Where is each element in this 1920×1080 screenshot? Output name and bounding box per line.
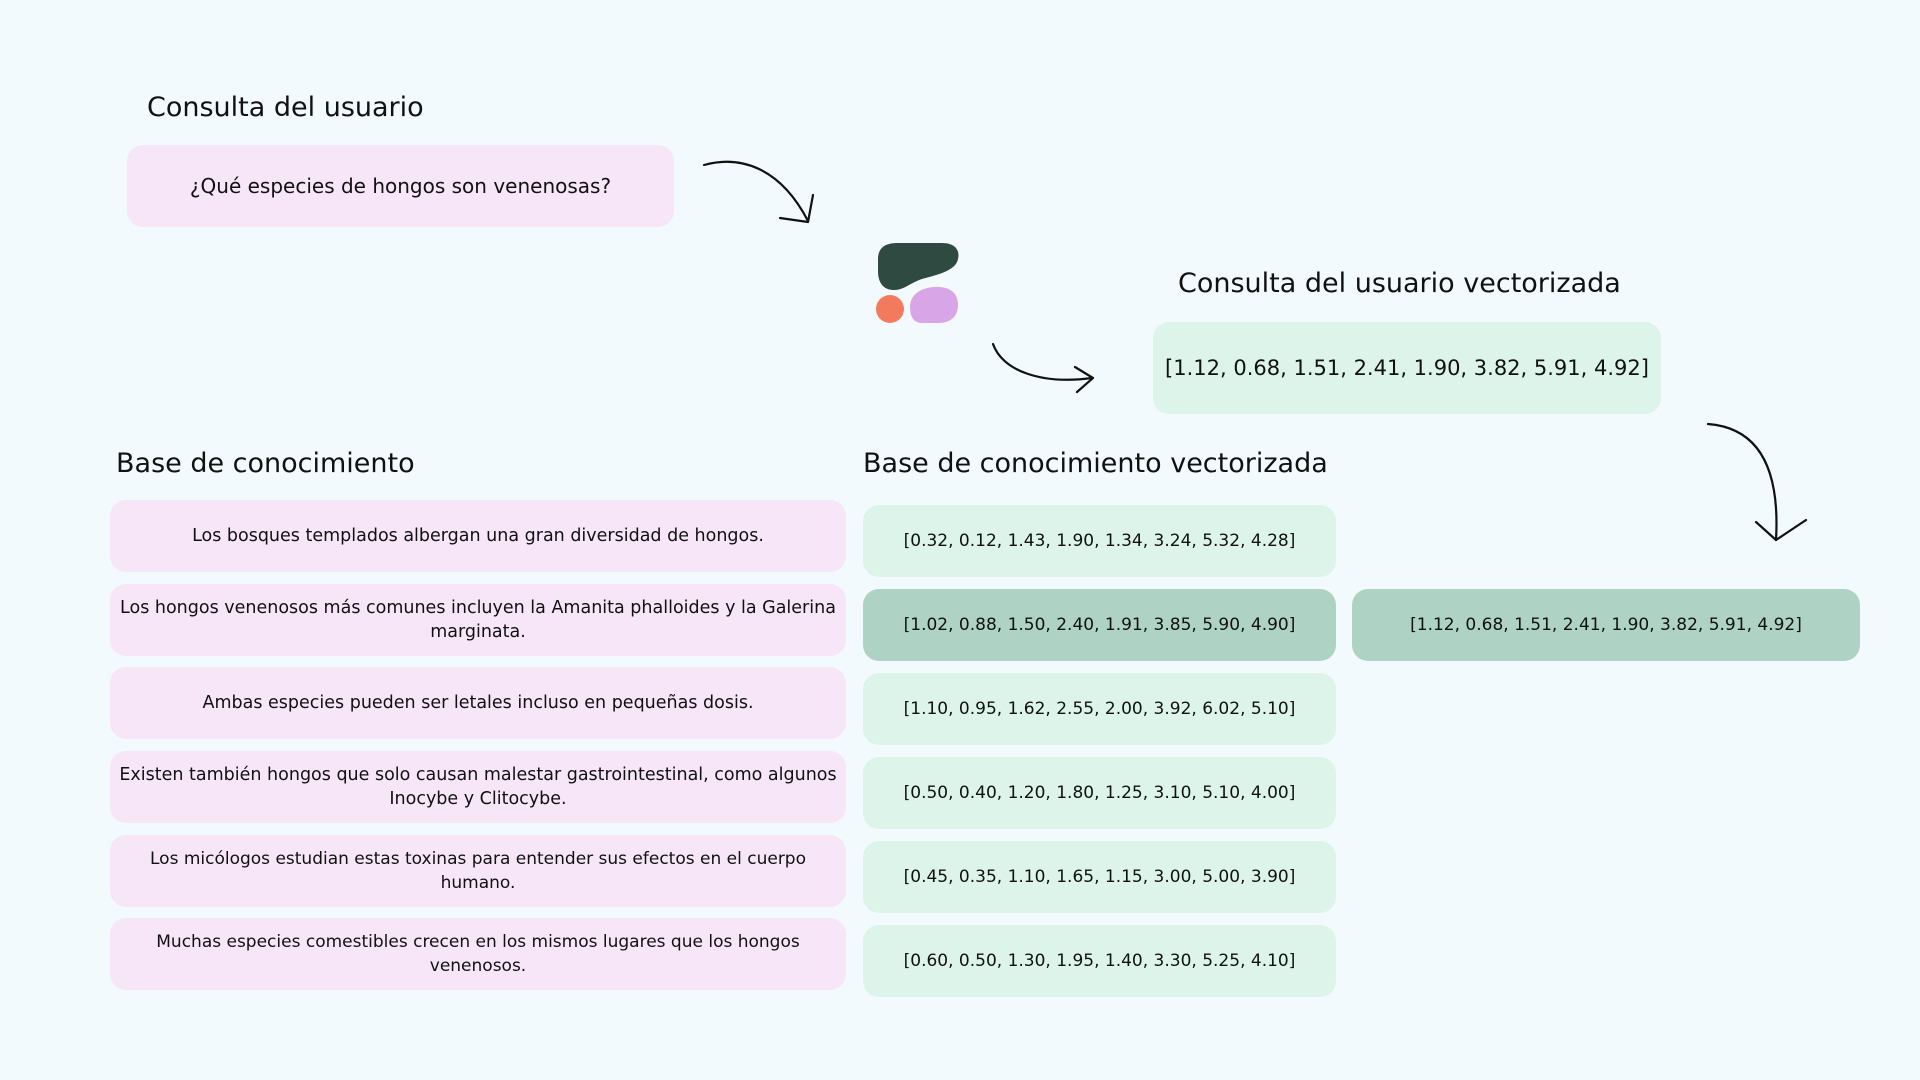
knowledge-base-item: Existen también hongos que solo causan m…: [110, 751, 846, 823]
knowledge-base-heading: Base de conocimiento: [116, 448, 415, 479]
query-vector-heading: Consulta del usuario vectorizada: [1178, 268, 1621, 299]
knowledge-base-item: Los hongos venenosos más comunes incluye…: [110, 584, 846, 656]
knowledge-base-item: Muchas especies comestibles crecen en lo…: [110, 918, 846, 990]
vector-item-highlighted: [1.02, 0.88, 1.50, 2.40, 1.91, 3.85, 5.9…: [863, 589, 1336, 661]
vector-item: [0.32, 0.12, 1.43, 1.90, 1.34, 3.24, 5.3…: [863, 505, 1336, 577]
query-heading: Consulta del usuario: [147, 92, 424, 123]
curved-arrow-icon: [702, 160, 815, 224]
query-box: ¿Qué especies de hongos son venenosas?: [127, 145, 674, 227]
vector-item: [0.45, 0.35, 1.10, 1.65, 1.15, 3.00, 5.0…: [863, 841, 1336, 913]
matched-query-vector: [1.12, 0.68, 1.51, 2.41, 1.90, 3.82, 5.9…: [1352, 589, 1860, 661]
vector-item: [0.60, 0.50, 1.30, 1.95, 1.40, 3.30, 5.2…: [863, 925, 1336, 997]
query-vector-box: [1.12, 0.68, 1.51, 2.41, 1.90, 3.82, 5.9…: [1153, 322, 1661, 414]
knowledge-base-item: Los bosques templados albergan una gran …: [110, 500, 846, 572]
vector-item: [1.10, 0.95, 1.62, 2.55, 2.00, 3.92, 6.0…: [863, 673, 1336, 745]
vector-item: [0.50, 0.40, 1.20, 1.80, 1.25, 3.10, 5.1…: [863, 757, 1336, 829]
vectorized-kb-heading: Base de conocimiento vectorizada: [863, 448, 1328, 479]
embedding-model-logo: [876, 243, 959, 323]
knowledge-base-item: Ambas especies pueden ser letales inclus…: [110, 667, 846, 739]
curved-arrow-icon: [991, 342, 1095, 394]
knowledge-base-item: Los micólogos estudian estas toxinas par…: [110, 835, 846, 907]
curved-arrow-icon: [1706, 422, 1808, 542]
